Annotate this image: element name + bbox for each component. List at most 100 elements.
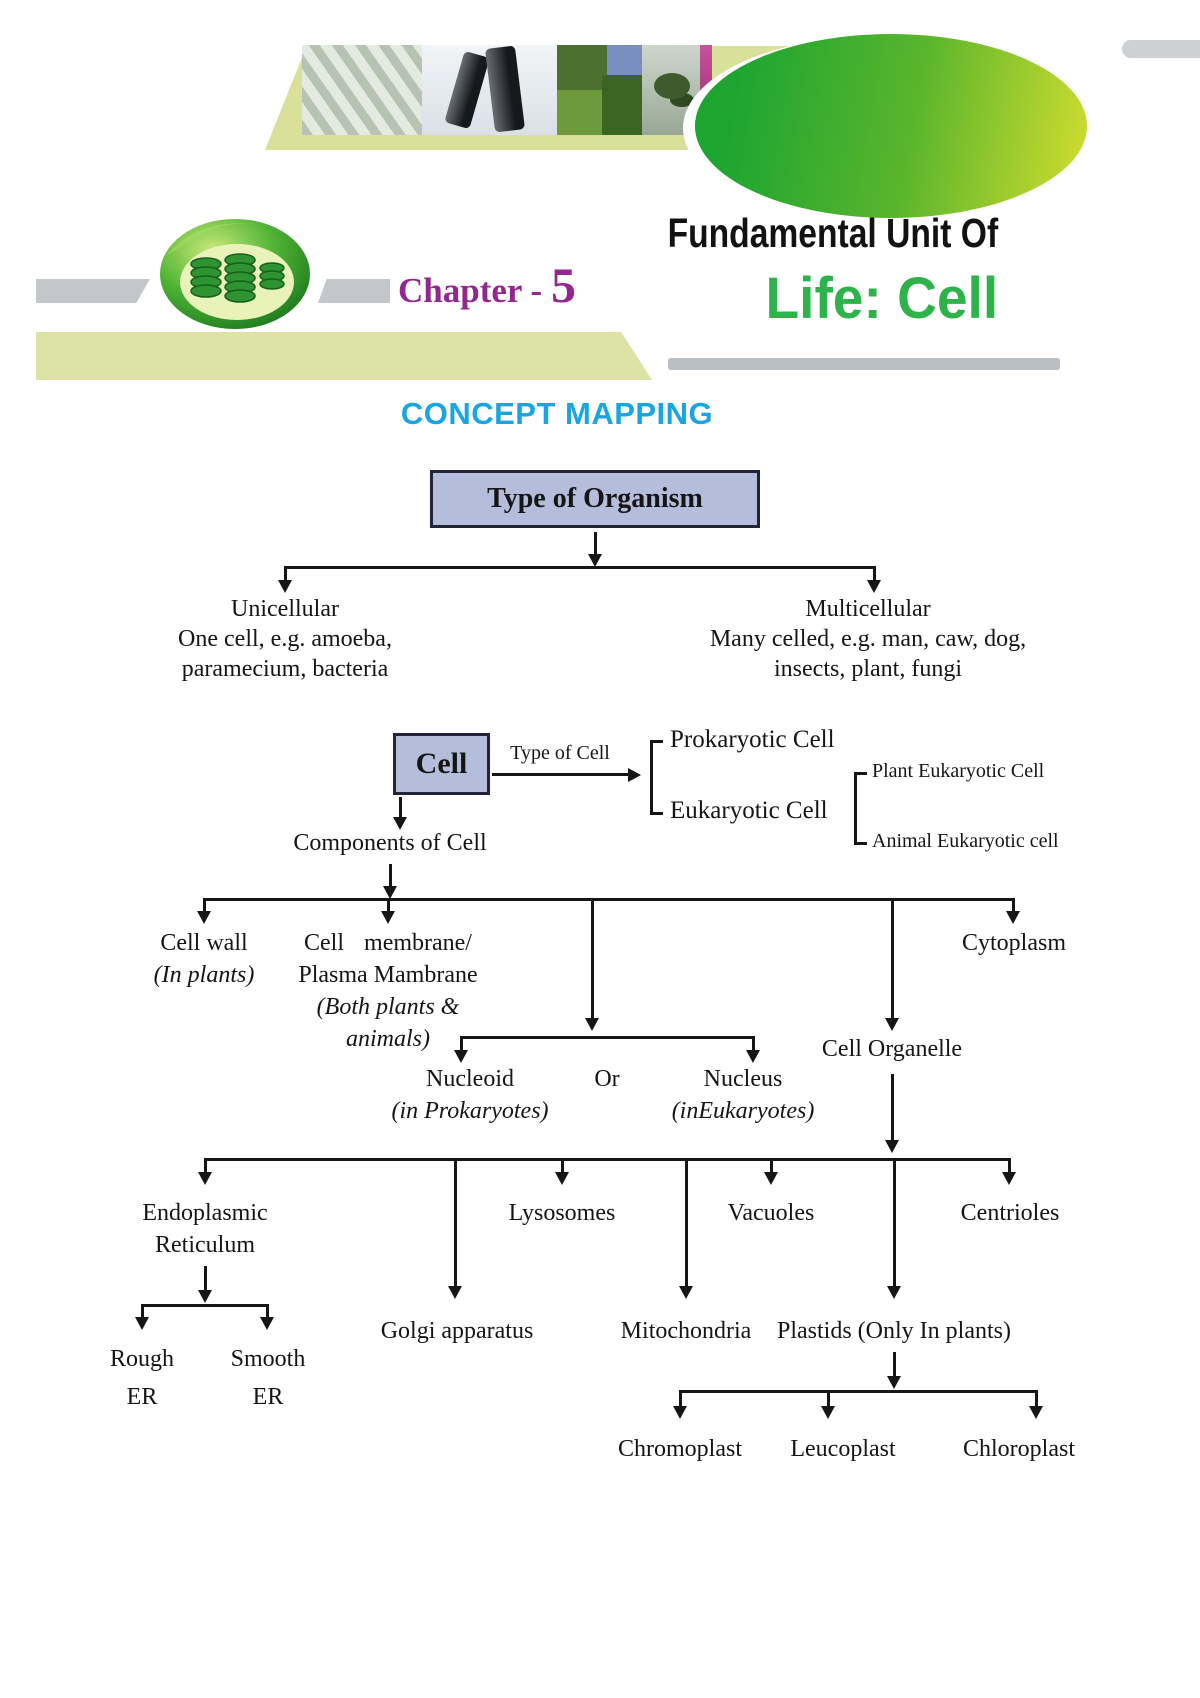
- chloroplast-icon: [158, 216, 312, 339]
- connector: [680, 1390, 1037, 1393]
- node-endoplasmic-reticulum: Endoplasmic: [142, 1200, 268, 1226]
- node-type-of-organism: Type of Organism: [430, 470, 760, 528]
- node-unicellular-desc: paramecium, bacteria: [181, 656, 389, 682]
- connector: [594, 532, 597, 554]
- corner-bar-decoration: [1122, 40, 1200, 58]
- arrowhead: [454, 1050, 468, 1063]
- arrowhead: [764, 1172, 778, 1185]
- node-nucleus-note: (inEukaryotes): [671, 1098, 815, 1124]
- arrowhead: [628, 768, 641, 782]
- connector: [770, 1158, 773, 1172]
- node-cell-organelle: Cell Organelle: [821, 1036, 963, 1062]
- connector: [203, 898, 206, 911]
- connector: [650, 740, 663, 743]
- node-chloroplast: Chloroplast: [963, 1436, 1075, 1462]
- header-olive-band: [36, 332, 652, 380]
- node-nucleoid: Nucleoid: [426, 1066, 514, 1092]
- node-cell-wall: Cell wall: [160, 930, 248, 956]
- header-gray-bar: [36, 279, 150, 303]
- blue-flowers-patch: [607, 45, 642, 75]
- chapter-heading: Chapter - 5: [398, 256, 577, 314]
- connector: [650, 740, 653, 815]
- node-lysosomes: Lysosomes: [508, 1200, 616, 1226]
- edge-label-type-of-cell: Type of Cell: [510, 742, 610, 764]
- plant-patch: [557, 45, 607, 90]
- arrowhead: [673, 1406, 687, 1419]
- connector: [285, 566, 875, 569]
- connector: [266, 1304, 269, 1317]
- book-title: Fundamental Unit Of Life: Cell: [595, 210, 998, 332]
- connector: [854, 772, 867, 775]
- connector: [752, 1036, 755, 1050]
- connector: [1012, 898, 1015, 911]
- node-centrioles: Centrioles: [960, 1200, 1060, 1226]
- connector: [891, 898, 894, 1018]
- connector: [141, 1304, 144, 1317]
- arrowhead: [1029, 1406, 1043, 1419]
- arrowhead: [867, 580, 881, 593]
- arrowhead: [381, 911, 395, 924]
- node-cell-membrane-note: (Both plants &: [316, 994, 460, 1020]
- arrowhead: [198, 1172, 212, 1185]
- node-unicellular: Unicellular: [231, 596, 339, 622]
- title-underline: [668, 358, 1060, 370]
- connector: [854, 842, 867, 845]
- node-leucoplast: Leucoplast: [790, 1436, 896, 1462]
- node-or: Or: [594, 1066, 620, 1092]
- arrowhead: [887, 1286, 901, 1299]
- connector: [873, 566, 876, 580]
- node-unicellular-desc: One cell, e.g. amoeba,: [178, 626, 392, 652]
- arrowhead: [383, 886, 397, 899]
- connector: [591, 898, 594, 1018]
- plant-patch: [557, 90, 602, 135]
- arrowhead: [887, 1376, 901, 1389]
- plant-patch: [602, 75, 642, 135]
- connector: [650, 812, 663, 815]
- node-vacuoles: Vacuoles: [727, 1200, 815, 1226]
- node-cell-wall-note: (In plants): [153, 962, 255, 988]
- node-multicellular-desc: Many celled, e.g. man, caw, dog,: [709, 626, 1027, 652]
- arrowhead: [278, 580, 292, 593]
- chapter-number: 5: [550, 257, 577, 313]
- node-eukaryotic-cell: Eukaryotic Cell: [670, 797, 828, 824]
- arrowhead: [1006, 911, 1020, 924]
- node-cell: Cell: [393, 733, 490, 795]
- arrowhead: [135, 1317, 149, 1330]
- plants-photo: [557, 45, 642, 135]
- arrowhead: [885, 1018, 899, 1031]
- arrowhead: [198, 1290, 212, 1303]
- microscope-photo: [422, 45, 557, 135]
- node-components-of-cell: Components of Cell: [293, 830, 487, 856]
- connector: [893, 1352, 896, 1376]
- bonsai-photo: [642, 45, 700, 135]
- arrowhead: [885, 1140, 899, 1153]
- connector: [492, 773, 628, 776]
- book-title-line2: Life: Cell: [765, 266, 998, 331]
- arrowhead: [555, 1172, 569, 1185]
- header-gray-bar: [318, 279, 390, 303]
- green-circle-decoration: [695, 34, 1087, 218]
- node-rough-er: Rough: [109, 1346, 175, 1372]
- node-endoplasmic-reticulum: Reticulum: [155, 1232, 255, 1258]
- connector: [461, 1036, 754, 1039]
- arrowhead: [746, 1050, 760, 1063]
- microscope-objective-icon: [484, 45, 526, 133]
- node-cell-membrane: Plasma Mambrane: [298, 962, 478, 988]
- connector: [893, 1158, 896, 1286]
- node-smooth-er: Smooth: [230, 1346, 306, 1372]
- arrowhead: [585, 1018, 599, 1031]
- connector: [142, 1304, 268, 1307]
- node-plastids: Plastids (Only In plants): [777, 1318, 1011, 1344]
- arrowhead: [679, 1286, 693, 1299]
- node-cytoplasm: Cytoplasm: [961, 930, 1067, 956]
- arrowhead: [448, 1286, 462, 1299]
- connector: [284, 566, 287, 580]
- node-plant-eukaryotic-cell: Plant Eukaryotic Cell: [872, 760, 1045, 782]
- node-nucleoid-note: (in Prokaryotes): [391, 1098, 549, 1124]
- connector: [399, 797, 402, 817]
- arrowhead: [260, 1317, 274, 1330]
- bonsai-tree-icon: [654, 73, 690, 99]
- node-smooth-er: ER: [252, 1384, 284, 1410]
- connector: [1035, 1390, 1038, 1406]
